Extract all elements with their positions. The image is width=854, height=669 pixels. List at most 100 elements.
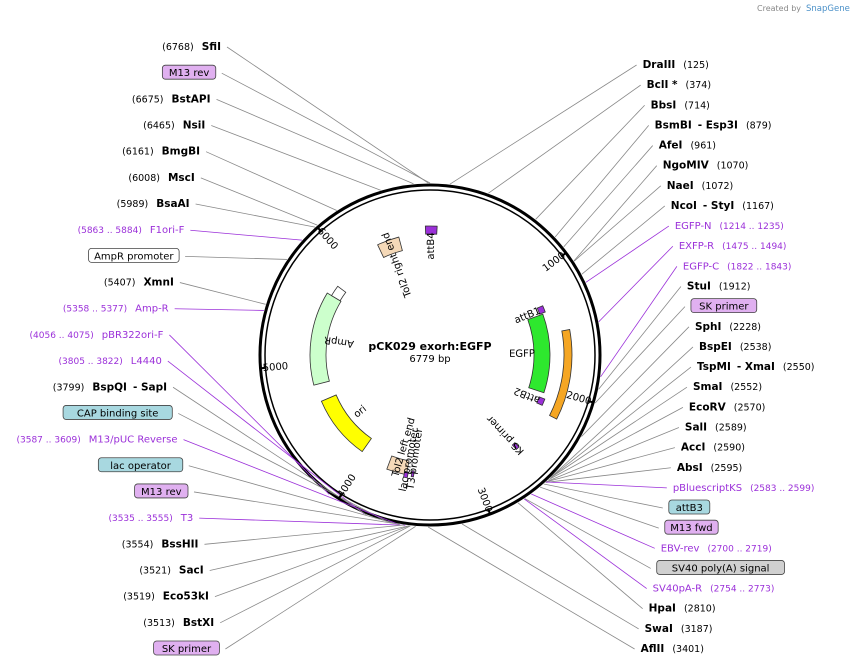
site-ncoi: NcoI- StyI(1167) [671,200,774,212]
tag-box-cap-binding-site [62,405,173,420]
leader-pbr322ori-f [169,334,330,495]
site-smai: SmaI(2552) [693,381,762,393]
leader-sali [546,427,680,483]
leader-amp-r [174,308,264,311]
site-stui: StuI(1912) [687,281,751,293]
tag-m13-rev: M13 rev [169,68,210,79]
leader-stui [598,286,682,390]
leader-eco53ki [214,525,410,598]
site-bsaai: (5989)BsaAI [117,198,190,210]
tag-sk-primer: SK primer [699,302,749,313]
leader-egfp-n [585,225,670,283]
leader-hpai [517,502,643,610]
leader-bmgbi [205,151,337,211]
leader-ncoi [581,205,666,275]
leader-exfp-r [598,245,674,323]
tag-attb3: attB3 [676,503,703,514]
primer-l4440: (3805 .. 3822)L4440 [59,356,162,367]
leader-sv40-poly-a-signal [524,498,651,569]
leader-ampr-promoter [185,255,288,260]
tag-box-m13-fwd [664,519,719,535]
tag-box-sk-primer [690,298,758,314]
snapgene-logo: SnapGene [806,4,850,14]
primer-pbluescriptks: pBluescriptKS(2583 .. 2599) [673,483,815,494]
tag-box-sk-primer [153,640,220,656]
site-msci: (6008)MscI [128,172,194,184]
tag-box-lac-operator [97,457,184,473]
primer-t3: (3535 .. 3555)T3 [108,513,193,524]
primer-exfp-r: EXFP-R(1475 .. 1494) [679,241,787,252]
backbone-outer-ring [258,183,602,527]
tag-box-sv40-poly-a-signal [656,560,785,575]
site-bspqi: (3799)BspQI- SapI [53,381,167,393]
leader-lac-operator [188,465,394,524]
primer-sv40pa-r: SV40pA-R(2754 .. 2773) [653,584,775,595]
tag-sk-primer: SK primer [162,644,212,655]
leader-sk-primer [225,526,416,650]
label-leaders [167,46,694,650]
tick-label-2000: 2000 [565,390,593,408]
leader-bspei [551,346,694,477]
tick-label-5000: 5000 [262,361,288,374]
feature-tol2-right-end [377,236,403,259]
primer-pbr322ori-f: (4056 .. 4075)pBR322ori-F [30,330,164,341]
site-saci: (3521)SacI [139,564,203,576]
site-sfii: (6768)SfiI [162,41,221,53]
leader-bsaai [195,203,316,228]
leader-ebv-rev [531,493,655,549]
tick-label-4000: 4000 [336,472,359,499]
feature-label-ori: ori [352,404,369,421]
leader-saci [209,525,410,571]
leader-m13-puc-reverse [183,439,398,525]
tick-1000 [560,251,568,258]
tick-2000 [587,399,595,404]
feature-t3-promoter [410,470,415,478]
site-nsii: (6465)NsiI [143,120,205,132]
leader-m13-rev [221,72,431,184]
site-bcli: BclI *(374) [647,79,711,91]
feature-attB1 [536,305,546,315]
leader-bsshii [204,524,404,545]
leader-attb3 [543,483,663,509]
feature-ks-primer [511,442,520,451]
site-bstapi: (6675)BstAPI [132,93,211,105]
feature-label-ampr: AmpR [323,334,354,349]
primer-egfp-c: EGFP-C(1822 .. 1843) [683,261,792,272]
leader-sphi [581,326,690,437]
site-ecorv: EcoRV(2570) [689,401,765,413]
feature-exorh-orange [549,329,573,420]
site-hpai: HpaI(2810) [649,603,716,615]
plasmid-length: 6779 bp [409,354,450,365]
leader-naei [573,185,662,262]
site-absi: AbsI(2595) [677,462,742,474]
primer-m13-puc-reverse: (3587 .. 3609)M13/pUC Reverse [16,435,177,446]
leader-nsii [211,125,381,191]
tick-3000 [486,508,492,516]
primer-ebv-rev: EBV-rev(2700 .. 2719) [661,543,772,554]
primer-f1ori-f: (5863 .. 5884)F1ori-F [78,225,185,236]
primer-amp-r: (5358 .. 5377)Amp-R [63,304,169,315]
primer-egfp-n: EGFP-N(1214 .. 1235) [675,221,784,232]
tick-label-3000: 3000 [475,486,494,514]
leader-tspmi [550,366,692,478]
tag-m13-rev: M13 rev [141,487,182,498]
feature-ori [320,394,372,453]
leader-bbsi [535,104,645,220]
tick-6000 [316,226,323,233]
site-naei: NaeI(1072) [667,180,734,192]
feature-ampr-promoter [330,285,347,302]
leader-sfii [226,46,429,184]
site-eco53ki: (3519)Eco53kI [123,591,209,603]
leader-bspqi [172,386,367,516]
leader-ngomiv [573,165,658,262]
site-bspei: BspEI(2538) [699,341,771,353]
leader-xmni [179,282,266,305]
feature-label-ks-primer: KS primer [484,412,526,456]
leader-smai [550,386,688,479]
site-sali: SalI(2589) [685,421,747,433]
leader-bstapi [216,98,414,185]
tag-ampr-promoter: AmpR promoter [94,251,174,262]
leader-f1ori-f [190,229,302,241]
site-xmni: (5407)XmnI [104,277,174,289]
